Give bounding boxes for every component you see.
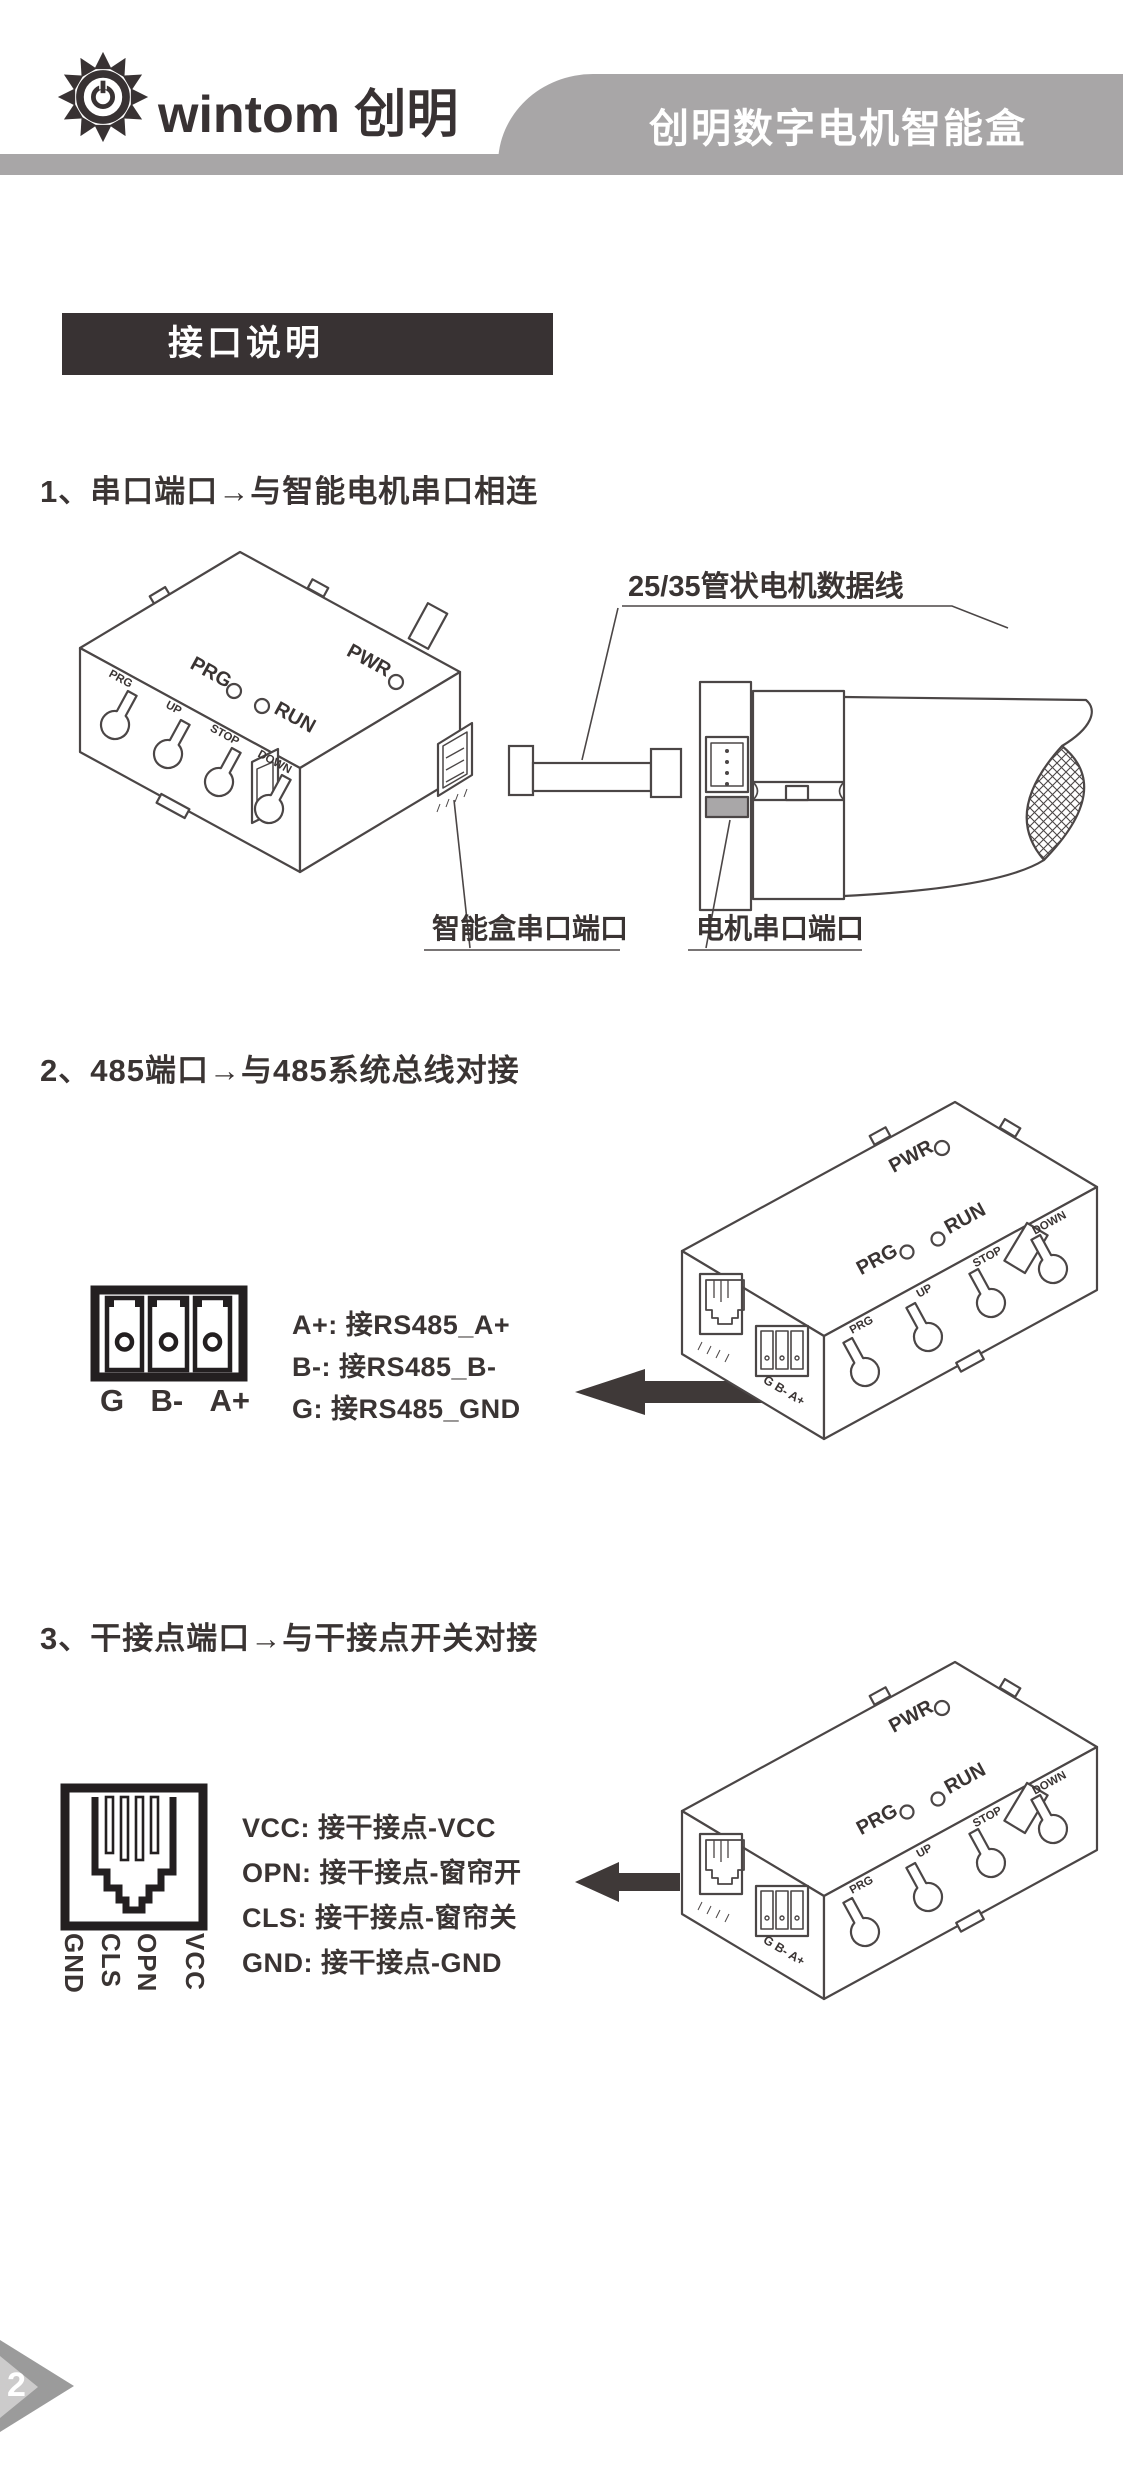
page-number: 2 xyxy=(7,2366,26,2404)
header-banner: 创明数字电机智能盒 xyxy=(498,74,1123,175)
box-port-label: 智能盒串口端口 xyxy=(432,912,628,944)
tubular-motor-drawing xyxy=(698,680,1093,912)
cable-callout: 25/35管状电机数据线 xyxy=(581,569,1009,761)
left-arrow-485 xyxy=(575,1369,765,1415)
page-corner-triangle-inner xyxy=(0,2356,38,2418)
terminal-label-b: B- xyxy=(150,1383,184,1418)
terminal-label-g: G xyxy=(100,1383,125,1418)
figure1-serial-connection-drawing: PRG RUN PWR PRG UP STOP DOWN xyxy=(78,550,1093,951)
terminal-block-drawing xyxy=(90,1285,248,1382)
smartbox-drawing xyxy=(78,550,474,874)
rj-jack-drawing xyxy=(60,1783,208,1931)
left-arrow-drycontact xyxy=(575,1862,680,1902)
section3-heading: 3、干接点端口→与干接点开关对接 xyxy=(40,1621,539,1656)
data-cable-drawing xyxy=(507,744,683,799)
motor-tube-hatched-end xyxy=(1025,744,1086,862)
rs485-line-3: G: 接RS485_GND xyxy=(292,1394,521,1424)
rs485-line-1: A+: 接RS485_A+ xyxy=(292,1310,511,1340)
sun-power-logo-icon xyxy=(57,51,149,143)
cable-label: 25/35管状电机数据线 xyxy=(628,569,904,603)
motor-port-label: 电机串口端口 xyxy=(696,913,864,944)
drycontact-line-2: OPN: 接干接点-窗帘开 xyxy=(242,1858,522,1888)
rs485-line-2: B-: 接RS485_B- xyxy=(292,1352,497,1382)
rj-pin-label-opn: OPN xyxy=(132,1933,162,1993)
section1-heading: 1、串口端口→与智能电机串口相连 xyxy=(40,474,539,509)
drycontact-line-1: VCC: 接干接点-VCC xyxy=(242,1813,496,1843)
terminal-pin-labels: G B- A+ xyxy=(100,1383,250,1419)
section-title-bar: 接口说明 xyxy=(62,313,553,375)
rj-pin-label-cls: CLS xyxy=(96,1933,126,1988)
rj-pin-label-gnd: GND xyxy=(59,1933,89,1994)
brand-text: wintom 创明 xyxy=(158,86,459,144)
device-drawing-dry-contact: PWR PRG RUN G B- A+ PRG UP STOP DOWN xyxy=(680,1660,1099,2001)
terminal-label-a: A+ xyxy=(209,1383,251,1418)
rj-pin-label-vcc: VCC xyxy=(180,1933,210,1991)
box-port-callout: 智能盒串口端口 xyxy=(424,799,628,951)
motor-port-callout: 电机串口端口 xyxy=(688,819,864,951)
section2-heading: 2、485端口→与485系统总线对接 xyxy=(40,1053,520,1088)
device-drawing-485: PWR PRG RUN G B- A+ PRG UP STOP DOWN xyxy=(680,1100,1099,1441)
product-title: 创明数字电机智能盒 xyxy=(649,106,1027,151)
drycontact-line-4: GND: 接干接点-GND xyxy=(242,1948,502,1978)
drycontact-line-3: CLS: 接干接点-窗帘关 xyxy=(242,1903,517,1933)
